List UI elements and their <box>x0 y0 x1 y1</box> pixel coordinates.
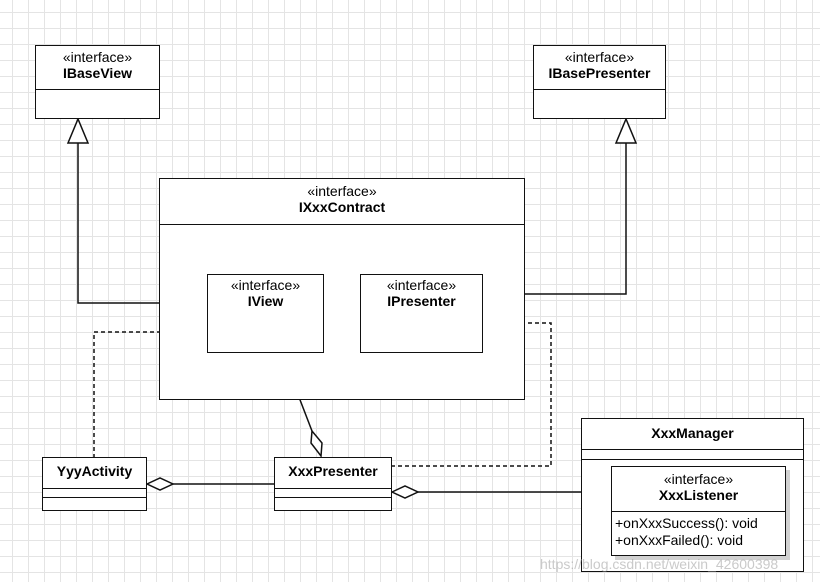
stereotype-label: «interface» <box>663 471 734 487</box>
class-ipresenter[interactable]: «interface» IPresenter <box>360 274 483 353</box>
aggregation-diamond <box>145 477 175 491</box>
class-header: «interface» IXxxContract <box>160 179 524 225</box>
class-header: XxxManager <box>582 419 803 450</box>
class-header: «interface» XxxListener <box>612 467 785 512</box>
class-name: IBasePresenter <box>548 65 651 81</box>
class-name: IXxxContract <box>298 199 386 215</box>
edge-yyyactivity-implements-iview <box>93 331 183 458</box>
edge-ipresenter-extends-ibasepresenter <box>482 143 627 295</box>
class-name: XxxPresenter <box>288 463 378 479</box>
class-header: «interface» IView <box>208 275 323 310</box>
class-name: YyyActivity <box>56 463 133 479</box>
generalization-arrowhead <box>66 117 90 144</box>
stereotype-label: «interface» <box>62 49 133 65</box>
class-name: IPresenter <box>387 293 456 309</box>
operation-on-xxx-success: +onXxxSuccess(): void <box>615 515 758 531</box>
class-ibasepresenter[interactable]: «interface» IBasePresenter <box>533 45 666 119</box>
class-header: «interface» IBasePresenter <box>534 46 665 90</box>
attributes-compartment <box>275 489 391 498</box>
class-name: XxxManager <box>651 425 734 441</box>
aggregation-diamond <box>390 485 420 499</box>
class-xxxlistener[interactable]: «interface» XxxListener +onXxxSuccess():… <box>611 466 786 556</box>
attributes-compartment <box>43 489 146 498</box>
class-name: XxxListener <box>658 487 739 503</box>
class-header: XxxPresenter <box>275 458 391 489</box>
stereotype-label: «interface» <box>230 277 301 293</box>
class-xxxpresenter[interactable]: XxxPresenter <box>274 457 392 511</box>
attributes-compartment <box>582 450 803 460</box>
stereotype-label: «interface» <box>564 49 635 65</box>
class-yyyactivity[interactable]: YyyActivity <box>42 457 147 511</box>
watermark: https://blog.csdn.net/weixin_42600398 <box>540 556 779 572</box>
operation-on-xxx-failed: +onXxxFailed(): void <box>615 532 744 548</box>
class-header: «interface» IPresenter <box>361 275 482 310</box>
class-ibaseview[interactable]: «interface» IBaseView <box>35 45 160 119</box>
aggregation-diamond <box>310 429 323 459</box>
class-header: «interface» IBaseView <box>36 46 159 90</box>
generalization-arrowhead <box>614 117 638 144</box>
class-name: IBaseView <box>62 65 132 81</box>
stereotype-label: «interface» <box>307 183 377 199</box>
operations-compartment: +onXxxSuccess(): void +onXxxFailed(): vo… <box>612 512 785 549</box>
class-name: IView <box>247 293 284 309</box>
stereotype-label: «interface» <box>386 277 457 293</box>
class-header: YyyActivity <box>43 458 146 489</box>
class-iview[interactable]: «interface» IView <box>207 274 324 353</box>
edge-xxxpresenter-implements-ipresenter <box>391 322 552 467</box>
